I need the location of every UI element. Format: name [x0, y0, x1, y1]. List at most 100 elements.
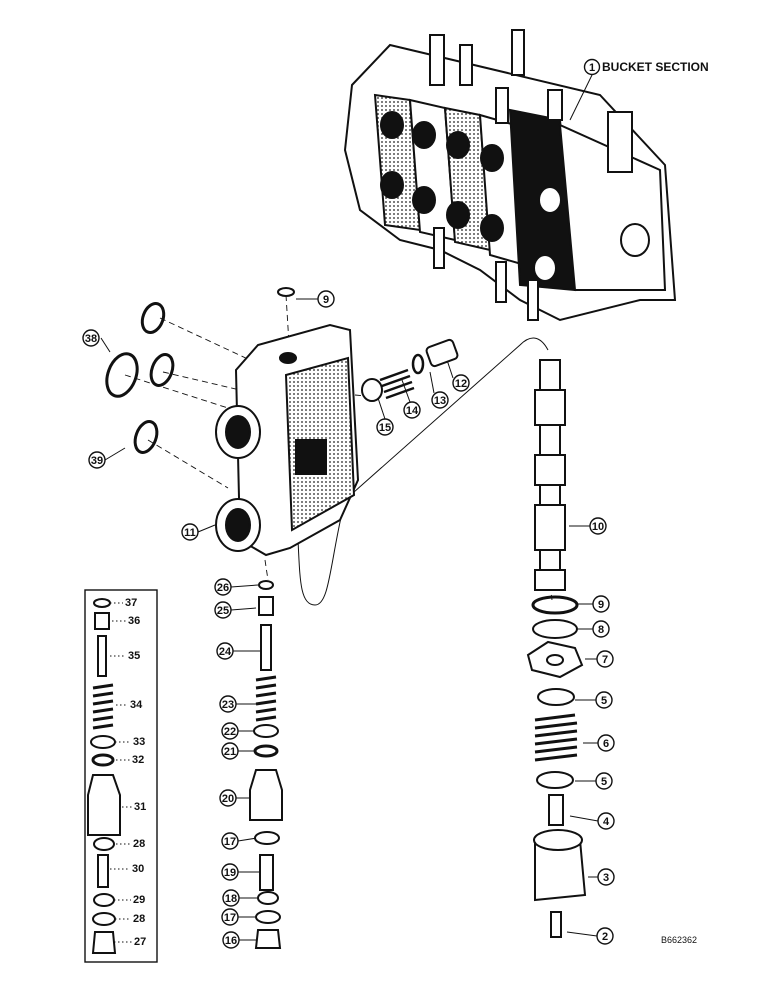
callout-18: 18 — [222, 889, 240, 907]
kit-label-36: 36 — [128, 615, 140, 627]
svg-text:13: 13 — [434, 395, 446, 407]
leader-lines — [100, 298, 599, 941]
spool-stack — [526, 359, 587, 938]
section-label: BUCKET SECTION — [602, 60, 709, 74]
callout-20: 20 — [219, 789, 237, 807]
kit-label-35: 35 — [128, 650, 140, 662]
callout-17b: 17 — [221, 908, 239, 926]
svg-text:25: 25 — [217, 605, 229, 617]
svg-text:27: 27 — [134, 936, 146, 948]
callout-24: 24 — [216, 642, 234, 660]
kit-label-29: 29 — [133, 894, 145, 906]
kit-label-30: 30 — [132, 863, 144, 875]
svg-text:16: 16 — [225, 935, 237, 947]
kit-label-31: 31 — [134, 801, 146, 813]
svg-text:36: 36 — [128, 615, 140, 627]
svg-text:34: 34 — [130, 699, 143, 711]
kit-label-37: 37 — [125, 597, 137, 609]
kit-label-27: 27 — [134, 936, 146, 948]
callout-26: 26 — [214, 578, 232, 596]
kit-label-28b: 28 — [133, 913, 145, 925]
svg-text:31: 31 — [134, 801, 146, 813]
callout-13: 13 — [431, 391, 449, 409]
callout-21: 21 — [221, 742, 239, 760]
svg-text:9: 9 — [598, 599, 604, 611]
svg-text:39: 39 — [91, 455, 103, 467]
valve-housing — [215, 323, 360, 557]
kit-label-34: 34 — [130, 699, 143, 711]
callout-14: 14 — [403, 401, 421, 419]
svg-text:10: 10 — [592, 521, 604, 533]
svg-text:28: 28 — [133, 838, 145, 850]
svg-text:30: 30 — [132, 863, 144, 875]
callout-23: 23 — [219, 695, 237, 713]
svg-text:26: 26 — [217, 582, 229, 594]
svg-text:5: 5 — [601, 695, 607, 707]
callout-9b: 9 — [592, 595, 610, 613]
callout-22: 22 — [221, 722, 239, 740]
callout-25: 25 — [214, 601, 232, 619]
kit-label-33: 33 — [133, 736, 145, 748]
svg-text:17: 17 — [224, 836, 236, 848]
svg-text:14: 14 — [406, 405, 419, 417]
callout-1: 1 BUCKET SECTION — [569, 58, 709, 121]
svg-text:32: 32 — [132, 754, 144, 766]
svg-text:29: 29 — [133, 894, 145, 906]
svg-text:4: 4 — [603, 816, 610, 828]
spool-path-line — [297, 337, 549, 606]
kit-parts-stack — [87, 598, 121, 954]
callout-8: 8 — [592, 620, 610, 638]
svg-text:20: 20 — [222, 793, 234, 805]
svg-text:18: 18 — [225, 893, 237, 905]
o-ring-group — [105, 287, 295, 454]
drawing-code: B662362 — [661, 935, 697, 945]
callout-16: 16 — [222, 931, 240, 949]
callout-list: 1 BUCKET SECTION 9 38 39 11 12 13 14 15 … — [82, 58, 709, 949]
svg-text:12: 12 — [455, 378, 467, 390]
svg-text:8: 8 — [598, 624, 604, 636]
svg-text:7: 7 — [602, 654, 608, 666]
callout-2: 2 — [596, 927, 614, 945]
svg-text:24: 24 — [219, 646, 232, 658]
svg-text:6: 6 — [603, 738, 609, 750]
callout-4: 4 — [597, 812, 615, 830]
callout-39: 39 — [88, 451, 106, 469]
svg-text:33: 33 — [133, 736, 145, 748]
svg-text:5: 5 — [601, 776, 607, 788]
svg-text:37: 37 — [125, 597, 137, 609]
valve-bank-assembly — [343, 29, 677, 322]
callout-7: 7 — [596, 650, 614, 668]
kit-leader-dots — [110, 602, 132, 943]
svg-text:9: 9 — [323, 294, 329, 306]
svg-text:35: 35 — [128, 650, 140, 662]
callout-5b: 5 — [595, 772, 613, 790]
relief-parts — [361, 338, 459, 402]
callout-38: 38 — [82, 329, 100, 347]
callout-17: 17 — [221, 832, 239, 850]
callout-3: 3 — [597, 868, 615, 886]
svg-text:21: 21 — [224, 746, 236, 758]
svg-text:19: 19 — [224, 867, 236, 879]
kit-label-32: 32 — [132, 754, 144, 766]
callout-11: 11 — [181, 523, 199, 541]
svg-text:1: 1 — [589, 62, 595, 74]
callout-19: 19 — [221, 863, 239, 881]
svg-text:11: 11 — [184, 527, 196, 539]
svg-text:23: 23 — [222, 699, 234, 711]
svg-text:38: 38 — [85, 333, 97, 345]
svg-text:2: 2 — [602, 931, 608, 943]
callout-10: 10 — [589, 517, 607, 535]
callout-5: 5 — [595, 691, 613, 709]
callout-6: 6 — [597, 734, 615, 752]
svg-text:17: 17 — [224, 912, 236, 924]
svg-text:22: 22 — [224, 726, 236, 738]
callout-15: 15 — [376, 418, 394, 436]
middle-parts-stack — [249, 580, 283, 949]
callout-9: 9 — [317, 290, 335, 308]
svg-text:15: 15 — [379, 422, 391, 434]
svg-text:28: 28 — [133, 913, 145, 925]
kit-box — [84, 589, 158, 963]
kit-label-28: 28 — [133, 838, 145, 850]
svg-text:3: 3 — [603, 872, 609, 884]
